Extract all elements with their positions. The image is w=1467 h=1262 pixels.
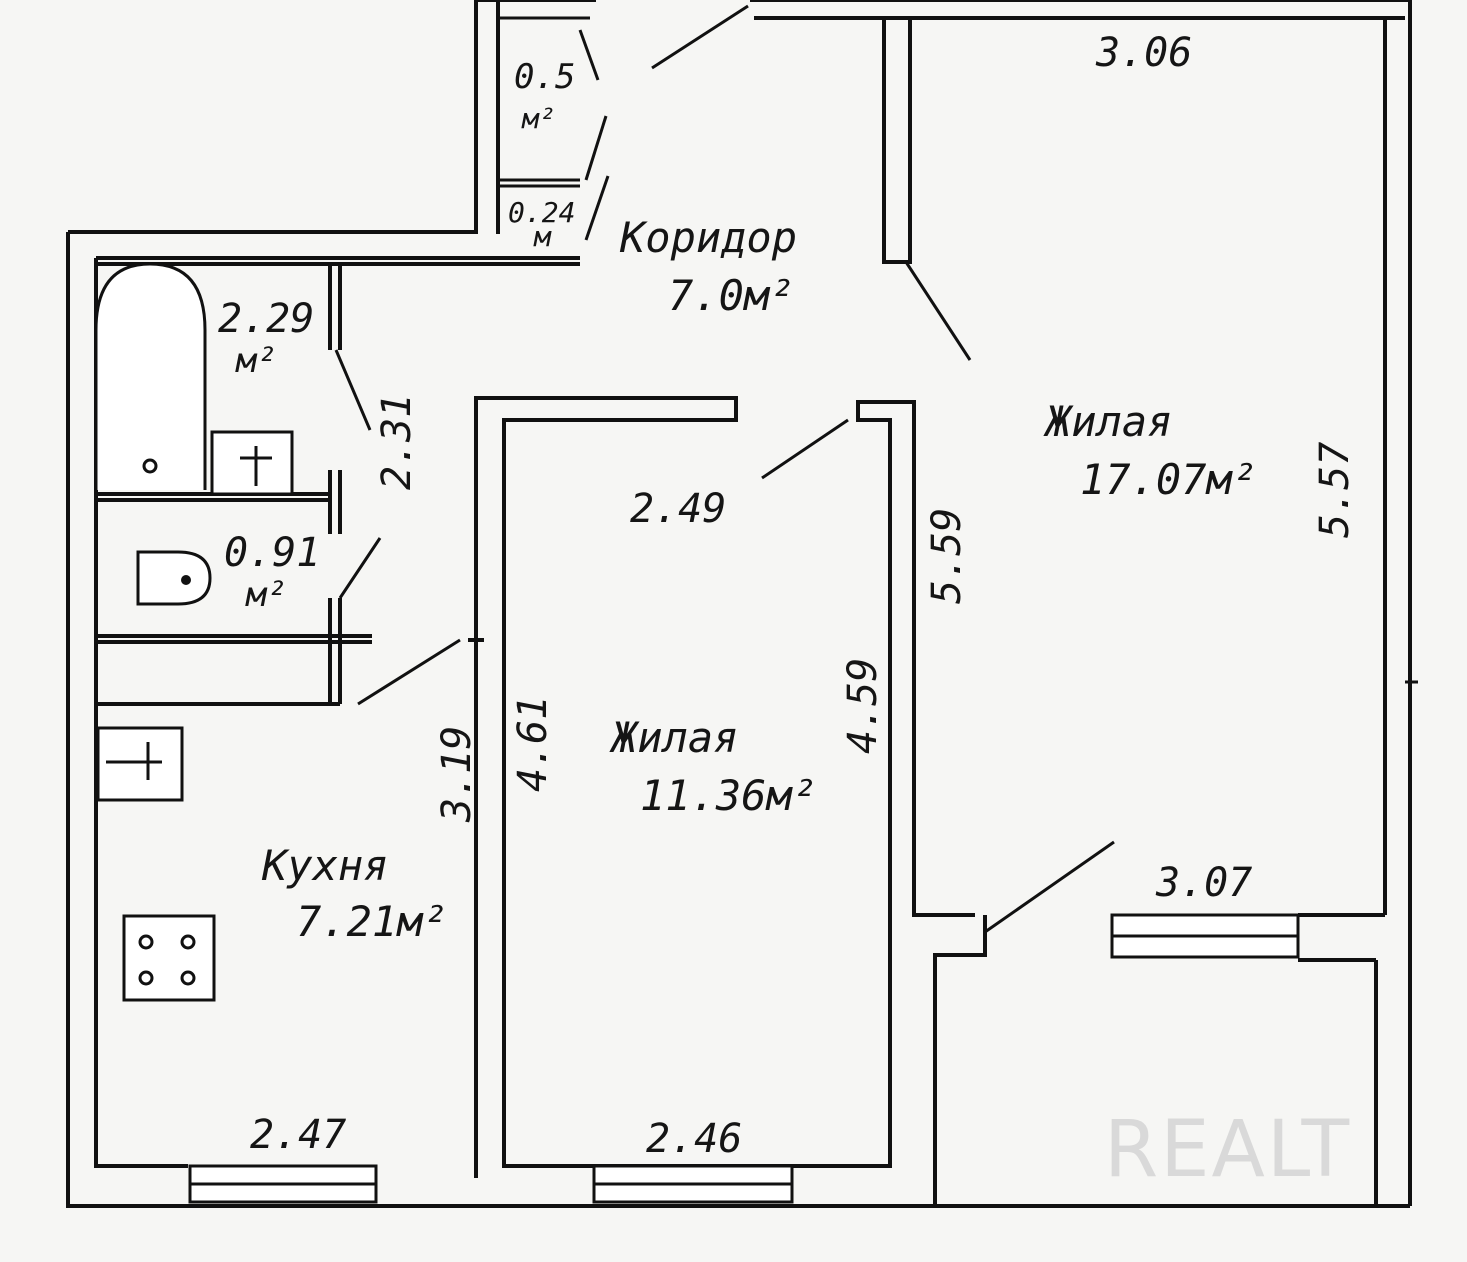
kitchen-name: Кухня (261, 841, 388, 890)
large-room-name: Жилая (1043, 397, 1172, 446)
large-room-area: 17.07м² (1080, 455, 1257, 504)
closet-door-1 (578, 29, 600, 81)
bathroom-area-value: 2.29 (218, 296, 314, 342)
dim-large-bottom: 3.07 (1155, 860, 1252, 906)
dimension-labels: 3.06 5.57 5.59 3.07 2.49 4.61 4.59 2.46 … (250, 30, 1358, 1162)
large-room-door (904, 261, 972, 361)
corridor-name: Коридор (619, 213, 797, 262)
toilet-area-unit: м² (245, 575, 287, 615)
closet-door-3 (584, 175, 610, 241)
room-labels: Коридор 7.0м² Жилая 17.07м² Жилая 11.36м… (218, 57, 1257, 946)
small-room-door (761, 418, 849, 480)
dim-kitchen-bottom: 2.47 (250, 1112, 346, 1158)
fixtures (94, 262, 294, 1002)
dim-kitchen-right: 3.19 (434, 726, 480, 823)
corridor-area: 7.0м² (668, 271, 794, 320)
dim-small-right: 4.59 (840, 658, 886, 754)
drain-icon (142, 458, 158, 474)
doors (334, 4, 1115, 934)
closet-door-2 (584, 115, 608, 181)
toilet-door (338, 537, 382, 599)
outer-walls (66, 0, 1412, 1208)
closet-1-area-unit: м² (521, 102, 556, 135)
closet-2-area-unit: м (533, 220, 552, 253)
bathtub-icon (94, 262, 207, 490)
closet-2-area-value: 0.24 (508, 196, 575, 229)
kitchen-sink-icon (96, 726, 184, 802)
dim-small-top: 2.49 (630, 486, 726, 532)
dim-small-bottom: 2.46 (646, 1116, 742, 1162)
dim-large-right: 5.57 (1312, 442, 1358, 538)
small-room-area: 11.36м² (640, 771, 817, 820)
dim-bathroom-right: 2.31 (374, 394, 420, 490)
realt-watermark: REALT (1104, 1105, 1351, 1195)
closet-1-area-value: 0.5 (514, 57, 575, 97)
dim-small-left: 4.61 (510, 696, 556, 792)
kitchen-door (357, 638, 461, 706)
toilet-icon (136, 550, 212, 606)
balcony-door (984, 840, 1115, 934)
interior-walls (96, 16, 1418, 1206)
dim-large-left: 5.59 (924, 508, 970, 604)
bathroom-area-unit: м² (235, 341, 277, 381)
toilet-area-value: 0.91 (224, 530, 320, 576)
entrance-door (651, 4, 749, 70)
small-room-name: Жилая (609, 713, 738, 762)
bathroom-sink-icon (210, 430, 294, 496)
bathroom-door (334, 349, 372, 431)
windows (188, 913, 1300, 1204)
kitchen-area: 7.21м² (296, 897, 448, 946)
dim-large-top: 3.06 (1095, 30, 1192, 76)
stove-icon (122, 914, 216, 1002)
